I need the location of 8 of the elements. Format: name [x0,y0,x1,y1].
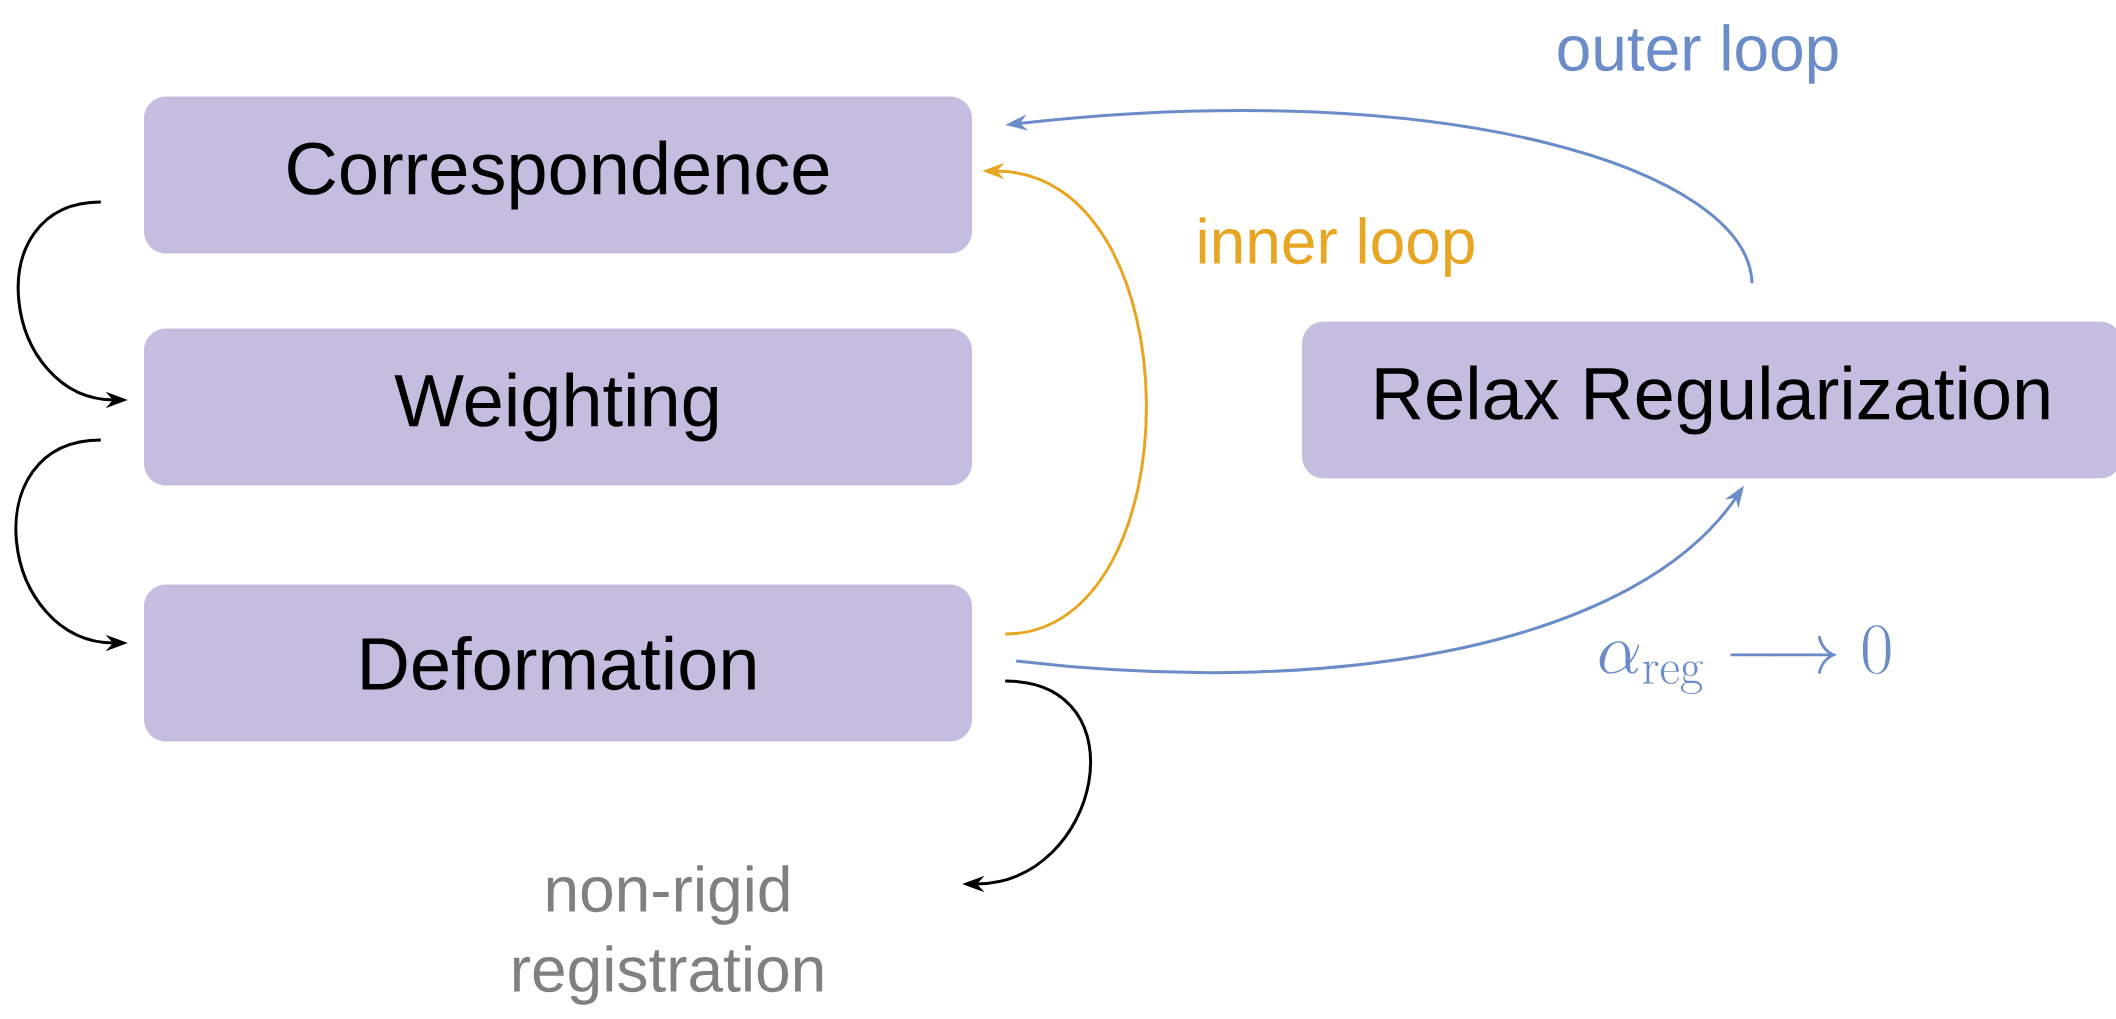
edge-label: outer loop [1558,24,1838,84]
process-box: Weighting [144,328,972,486]
process-box: Deformation [144,584,972,742]
edge-formula: $\alpha_{\mathrm{reg}} \longrightarrow 0$ [1599,625,1891,694]
output-text: non-rigid registration [513,865,823,1005]
process-box: Relax Regularization [1302,321,2116,479]
edge-label: inner loop [1199,217,1474,277]
process-box: Correspondence [144,96,972,254]
